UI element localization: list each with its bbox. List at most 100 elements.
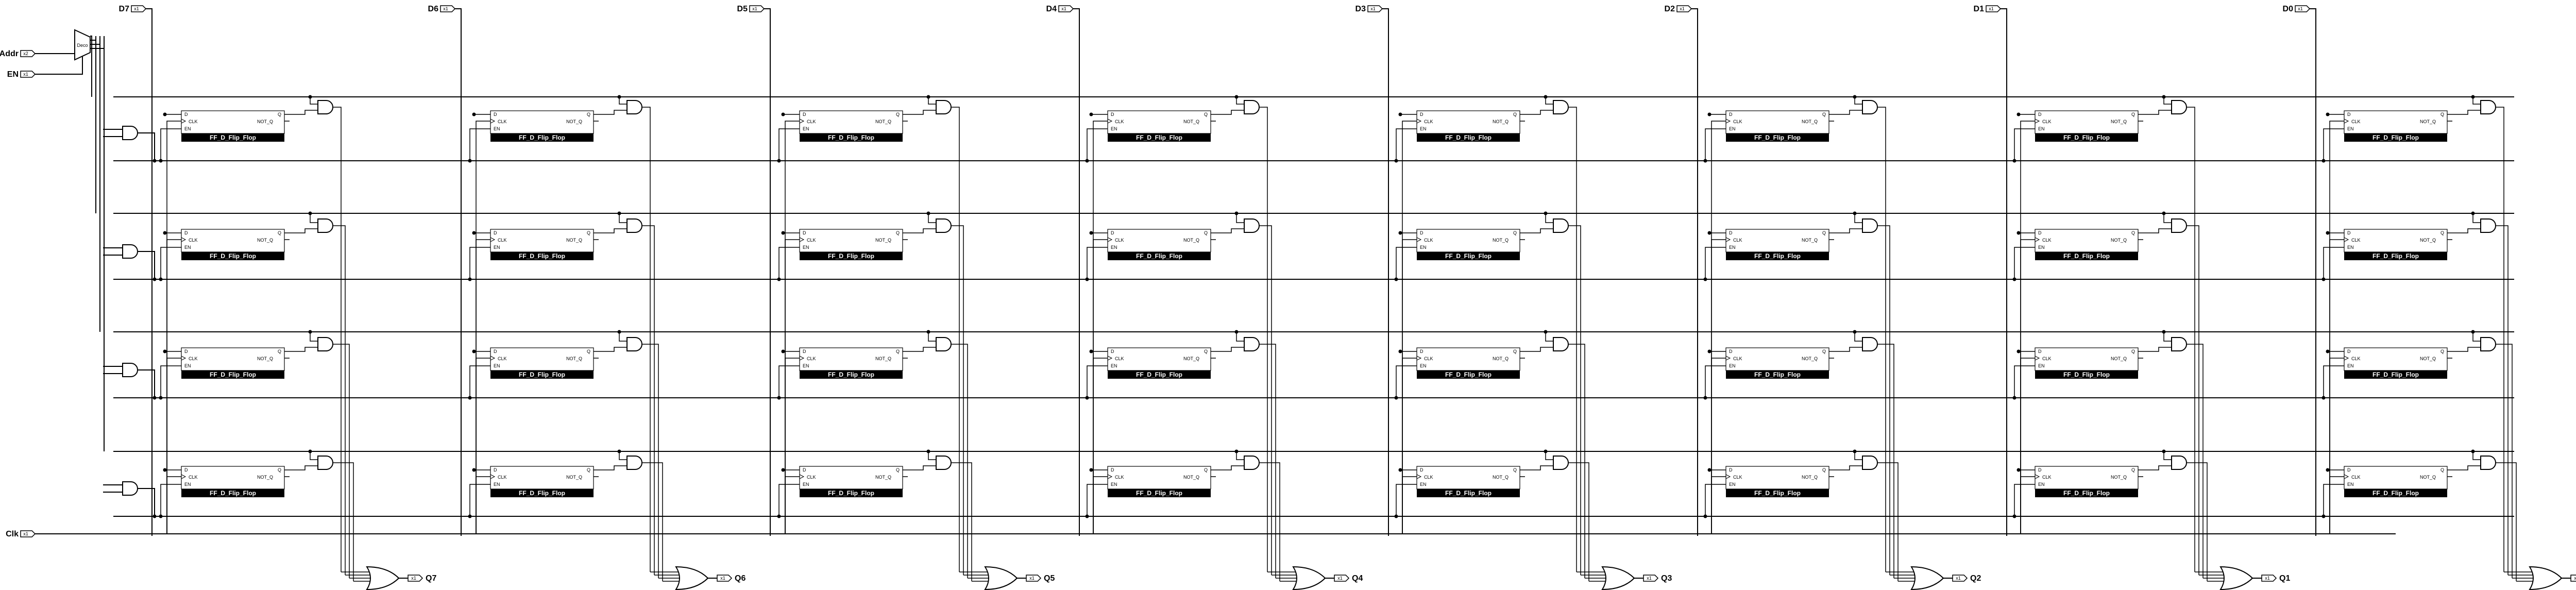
and-gate-body bbox=[1553, 218, 1569, 233]
pin-box bbox=[1952, 575, 1968, 582]
junction-dot bbox=[1703, 159, 1707, 163]
and-gate-body bbox=[122, 126, 138, 140]
pin-notq-label: NOT_Q bbox=[1183, 475, 1199, 480]
pin-clk-label: CLK bbox=[1733, 475, 1742, 480]
flip-flop-title-bar bbox=[1726, 252, 1829, 260]
junction-dot bbox=[2016, 112, 2021, 116]
and-gate-body bbox=[1862, 218, 1878, 233]
pin-q-label: Q bbox=[2131, 112, 2135, 117]
q-to-and bbox=[1834, 228, 1862, 233]
flip-flop-box bbox=[799, 466, 903, 490]
input-d6-input-pin bbox=[440, 5, 456, 12]
q-to-and bbox=[1216, 465, 1244, 470]
pin-clk-label: CLK bbox=[2042, 475, 2052, 480]
en-input-wire bbox=[778, 484, 794, 516]
junction-dot bbox=[308, 449, 312, 453]
clk-marker bbox=[799, 119, 805, 124]
read-and-gate-c3-r0 bbox=[1244, 100, 1260, 114]
junction-dot bbox=[2321, 514, 2326, 518]
pin-notq-label: NOT_Q bbox=[566, 119, 582, 124]
select-to-and bbox=[928, 451, 936, 460]
clk-marker bbox=[1725, 474, 1731, 479]
row-write-and-gate-1 bbox=[122, 244, 138, 259]
junction-dot bbox=[468, 396, 472, 400]
pin-box bbox=[749, 5, 765, 12]
flip-flop-box bbox=[490, 466, 594, 490]
input-d4-input-pin bbox=[1058, 5, 1074, 12]
q-to-and bbox=[290, 465, 318, 470]
data-line-d6 bbox=[455, 8, 462, 536]
or-gate-body bbox=[366, 566, 400, 590]
junction-dot bbox=[2012, 396, 2016, 400]
data-line-d5 bbox=[764, 8, 771, 536]
flip-flop-box bbox=[799, 229, 903, 252]
flip-flop-title-bar bbox=[1108, 252, 1211, 260]
clk-input-wire bbox=[166, 239, 176, 534]
pin-notq-label: NOT_Q bbox=[1802, 238, 1818, 243]
clk-input-wire bbox=[1402, 358, 1412, 534]
q-to-and bbox=[2452, 347, 2481, 352]
junction-dot bbox=[781, 349, 785, 353]
clk-marker bbox=[490, 119, 496, 124]
flip-flop-title-bar bbox=[1726, 370, 1829, 379]
row-and-out bbox=[138, 251, 155, 279]
input-d2-value: x1 bbox=[1680, 6, 1685, 11]
en-input-wire bbox=[1087, 365, 1103, 398]
junction-dot bbox=[1398, 468, 1402, 472]
junction-dot bbox=[1544, 449, 1548, 453]
q-to-and bbox=[908, 465, 936, 470]
pin-en-label: EN bbox=[1420, 363, 1427, 368]
en-input-wire bbox=[160, 484, 176, 516]
q-to-and bbox=[290, 347, 318, 352]
pin-q-label: Q bbox=[587, 230, 590, 235]
select-to-and bbox=[310, 451, 318, 460]
and-to-or-wire bbox=[952, 225, 964, 575]
data-line-d0 bbox=[2310, 8, 2316, 536]
pin-q-label: Q bbox=[2131, 230, 2135, 235]
pin-box bbox=[1367, 5, 1383, 12]
and-to-or-wire bbox=[333, 344, 350, 578]
clk-input-wire bbox=[166, 476, 176, 534]
junction-dot bbox=[1853, 330, 1857, 334]
pin-notq-label: NOT_Q bbox=[2111, 356, 2127, 361]
read-and-gate-c6-r1 bbox=[2171, 218, 2187, 233]
pin-en-label: EN bbox=[494, 363, 500, 368]
pin-en-label: EN bbox=[1729, 245, 1736, 250]
q-to-and bbox=[2143, 228, 2172, 233]
flip-flop-box bbox=[1725, 110, 1829, 134]
and-gate-body bbox=[1553, 337, 1569, 351]
and-to-or-wire bbox=[1260, 344, 1276, 578]
clk-input-wire bbox=[476, 239, 485, 534]
flip-flop-title-bar bbox=[2344, 489, 2447, 497]
junction-dot bbox=[152, 396, 157, 400]
flip-flop-title-bar bbox=[800, 133, 903, 142]
pin-clk-label: CLK bbox=[1424, 119, 1433, 124]
junction-dot bbox=[2326, 349, 2330, 353]
flip-flop-box bbox=[181, 110, 285, 134]
pin-notq-label: NOT_Q bbox=[257, 356, 273, 361]
clk-marker bbox=[2035, 119, 2040, 124]
select-to-and bbox=[1545, 97, 1553, 105]
decoder-output-3 bbox=[90, 48, 105, 451]
pin-box bbox=[1026, 575, 1042, 582]
and-to-or-wire bbox=[642, 462, 663, 581]
and-gate-body bbox=[936, 100, 952, 114]
input-d6-label: D6 bbox=[428, 5, 439, 13]
pin-d-label: D bbox=[2038, 230, 2042, 235]
select-to-and bbox=[1236, 332, 1244, 342]
pin-d-label: D bbox=[184, 349, 188, 354]
flip-flop-box bbox=[799, 110, 903, 134]
pin-q-label: Q bbox=[1204, 230, 1208, 235]
junction-dot bbox=[1544, 95, 1548, 99]
pin-d-label: D bbox=[1111, 112, 1114, 117]
pin-en-label: EN bbox=[1729, 363, 1736, 368]
junction-dot bbox=[2321, 159, 2326, 163]
pin-clk-label: CLK bbox=[807, 238, 816, 243]
q-to-and bbox=[599, 465, 627, 470]
q-to-and bbox=[1834, 110, 1862, 115]
pin-q-label: Q bbox=[1204, 112, 1208, 117]
q-to-and bbox=[1216, 347, 1244, 352]
read-and-gate-c7-r2 bbox=[2480, 337, 2496, 351]
en-input-wire bbox=[2323, 128, 2339, 161]
flip-flop-title-bar bbox=[490, 489, 594, 497]
